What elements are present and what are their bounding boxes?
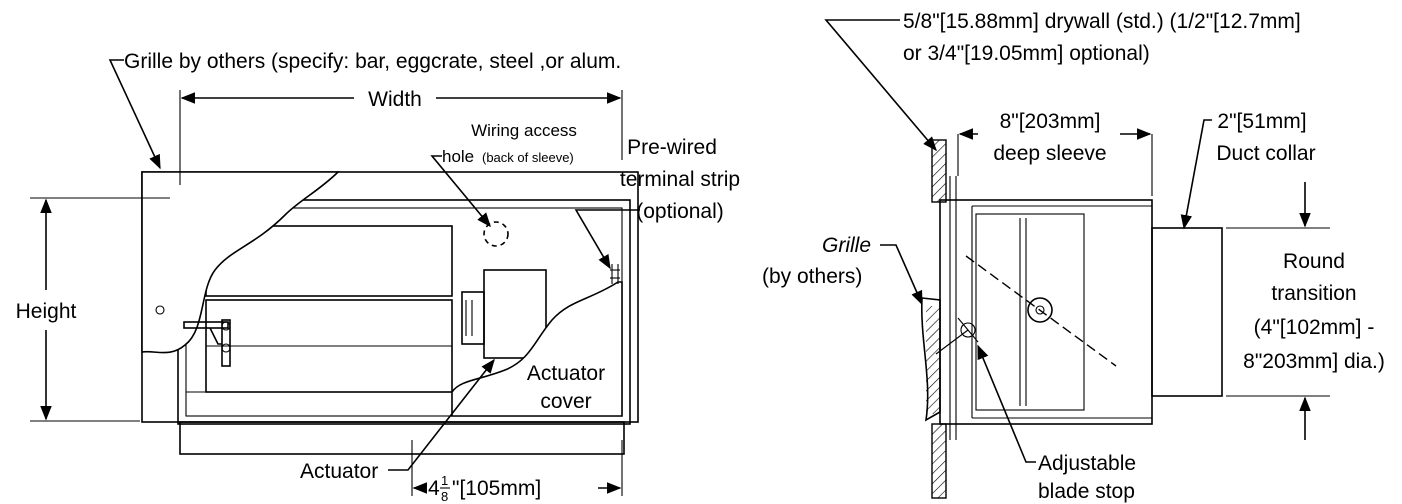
height-label: Height	[16, 300, 77, 323]
actuator-cover-label-1: Actuator	[527, 362, 605, 385]
terminal-label-3: (optional)	[636, 200, 724, 223]
blade-linkage	[183, 319, 231, 367]
actuator-cover-label-2: cover	[540, 390, 591, 413]
wiring-access-hole	[483, 221, 509, 247]
sleeve-bottom	[179, 421, 625, 455]
width-label: Width	[368, 88, 422, 111]
grille-side-label-2: (by others)	[762, 265, 862, 288]
wiring-note: (back of sleeve)	[482, 150, 574, 165]
actuator	[461, 269, 547, 359]
svg-text:4: 4	[428, 477, 440, 500]
sleeve-depth-label-1: 8"[203mm]	[1000, 110, 1101, 133]
wiring-access-label: Wiring access	[471, 121, 577, 140]
actuator-cover-peel	[451, 281, 623, 417]
duct-collar-label-1: 2"[51mm]	[1217, 110, 1306, 133]
drywall-label-2: or 3/4"[19.05mm] optional)	[903, 42, 1150, 65]
blade-open-position	[965, 255, 1117, 367]
grille-label: Grille by others (specify: bar, eggcrate…	[124, 50, 621, 73]
front-view: Width Height Grille by others (specify: …	[16, 50, 740, 504]
round-transition-label-4: 8"203mm] dia.)	[1243, 350, 1385, 373]
drywall-top	[931, 139, 947, 203]
sleeve-depth-label-2: deep sleeve	[993, 142, 1106, 165]
svg-text:"[105mm]: "[105mm]	[452, 477, 541, 500]
drywall-label-1: 5/8"[15.88mm] drywall (std.) (1/2"[12.7m…	[903, 10, 1301, 33]
blade-stop-label-2: blade stop	[1038, 480, 1135, 503]
side-view: 5/8"[15.88mm] drywall (std.) (1/2"[12.7m…	[762, 10, 1385, 503]
blade-stop-label-1: Adjustable	[1038, 452, 1136, 475]
wiring-hole-label: hole	[442, 147, 474, 166]
svg-text:8: 8	[441, 489, 448, 504]
sleeve-offset-dimension: 4 1 8 "[105mm]	[428, 473, 541, 504]
round-transition-label-2: transition	[1271, 282, 1356, 305]
terminal-label-2: terminal strip	[620, 168, 740, 191]
terminal-label-1: Pre-wired	[627, 136, 717, 159]
grille-peel	[141, 171, 340, 354]
terminal-strip	[610, 264, 620, 284]
svg-text:1: 1	[441, 473, 448, 488]
round-transition-label-3: (4"[102mm] -	[1254, 316, 1375, 339]
round-transition-label-1: Round	[1283, 250, 1345, 273]
duct-collar-label-2: Duct collar	[1216, 142, 1315, 165]
actuator-label: Actuator	[300, 460, 378, 483]
blade-pivot	[1027, 297, 1053, 323]
duct-collar	[1151, 227, 1223, 397]
drywall-bottom	[931, 423, 947, 499]
grille-side-label-1: Grille	[822, 234, 871, 257]
blade-stop	[935, 317, 979, 355]
